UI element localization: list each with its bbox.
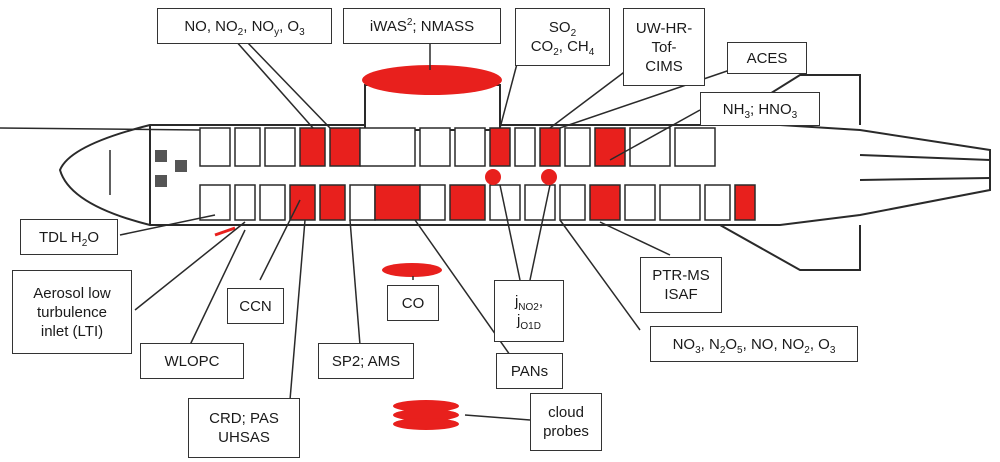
top-dome: [362, 65, 502, 131]
cabin-racks: [199, 127, 756, 221]
label-photolysis: jNO2, jO1D: [494, 280, 564, 342]
cockpit-windows: [155, 150, 187, 187]
label-no3: NO3, N2O5, NO, NO2, O3: [650, 326, 858, 362]
label-cloud-probes: cloud probes: [530, 393, 602, 451]
photolysis-sensors: [485, 169, 557, 185]
cloud-probes-symbol: [393, 400, 459, 430]
fuselage: [0, 124, 991, 226]
tail: [859, 154, 991, 181]
label-co: CO: [387, 285, 439, 321]
label-ccn: CCN: [227, 288, 284, 324]
label-pans: PANs: [496, 353, 563, 389]
label-noy: NO, NO2, NOy, O3: [157, 8, 332, 44]
label-nh3: NH3; HNO3: [700, 92, 820, 126]
leader-lines: [119, 39, 731, 421]
label-aerosol-inlet: Aerosol low turbulence inlet (LTI): [12, 270, 132, 354]
label-crd-pas: CRD; PAS UHSAS: [188, 398, 300, 458]
label-ptr-ms: PTR-MS ISAF: [640, 257, 722, 313]
inlet-markers: [214, 226, 236, 237]
co-instrument: [382, 263, 442, 277]
label-uw-tof-cims: UW-HR- Tof- CIMS: [623, 8, 705, 86]
label-aces: ACES: [727, 42, 807, 74]
label-tdl: TDL H2O: [20, 219, 118, 255]
label-iwas: iWAS2; NMASS: [343, 8, 501, 44]
label-sp2-ams: SP2; AMS: [318, 343, 414, 379]
label-wlopc: WLOPC: [140, 343, 244, 379]
label-so2: SO2 CO2, CH4: [515, 8, 610, 66]
